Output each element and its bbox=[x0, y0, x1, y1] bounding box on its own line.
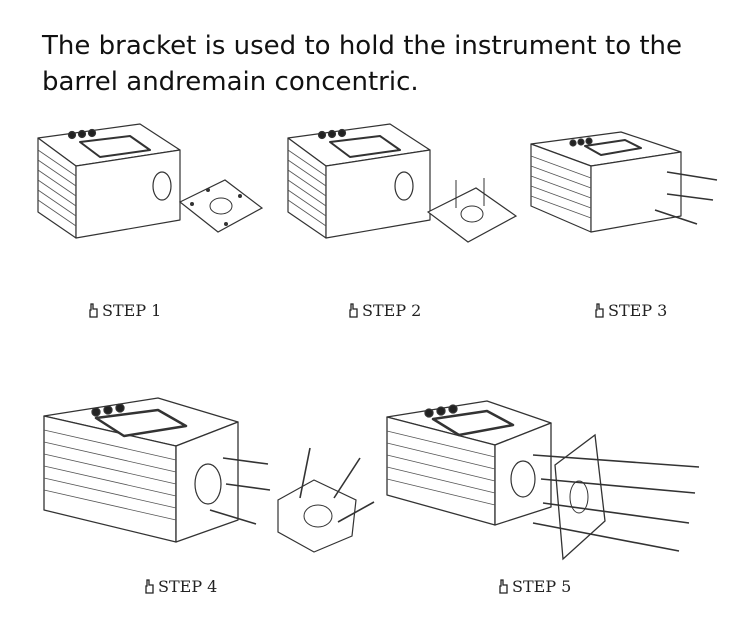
display-screen bbox=[431, 409, 515, 437]
step-2-illustration bbox=[287, 123, 518, 243]
pointing-hand-icon bbox=[349, 303, 358, 318]
device-front bbox=[75, 149, 181, 239]
barrel-opening bbox=[194, 463, 222, 505]
button bbox=[67, 130, 77, 140]
pointing-hand-icon bbox=[145, 579, 154, 594]
fin-lines bbox=[37, 149, 77, 227]
pointing-hand-icon bbox=[89, 303, 98, 318]
rods-inserting bbox=[455, 178, 485, 208]
display-screen bbox=[584, 139, 642, 156]
step-5-label: STEP 5 bbox=[498, 577, 571, 596]
bracket-screws bbox=[190, 188, 242, 226]
button bbox=[77, 129, 87, 139]
mounting-rods bbox=[532, 454, 700, 552]
pointing-hand-icon bbox=[595, 303, 604, 318]
display-screen bbox=[94, 408, 188, 438]
bracket-rods bbox=[299, 447, 375, 523]
heading-line-1: The bracket is used to hold the instrume… bbox=[42, 31, 683, 61]
display-screen bbox=[329, 135, 401, 158]
step-4-label: STEP 4 bbox=[144, 577, 217, 596]
barrel-tube bbox=[152, 171, 172, 201]
instruction-heading: The bracket is used to hold the instrume… bbox=[42, 28, 732, 100]
step-2-label: STEP 2 bbox=[348, 301, 421, 320]
mounting-rods bbox=[209, 457, 271, 525]
barrel-opening bbox=[510, 460, 536, 498]
step-5-illustration bbox=[386, 400, 700, 561]
step-1-illustration bbox=[37, 123, 264, 239]
step-3-illustration bbox=[530, 131, 718, 233]
step-3-label: STEP 3 bbox=[594, 301, 667, 320]
button bbox=[87, 128, 97, 138]
pointing-hand-icon bbox=[499, 579, 508, 594]
display-screen bbox=[79, 135, 151, 158]
mounting-rods bbox=[654, 171, 718, 225]
step-4-illustration bbox=[43, 397, 375, 553]
bracket-hole bbox=[209, 197, 233, 215]
step-1-label: STEP 1 bbox=[88, 301, 161, 320]
heading-line-2: barrel andremain concentric. bbox=[42, 67, 419, 97]
